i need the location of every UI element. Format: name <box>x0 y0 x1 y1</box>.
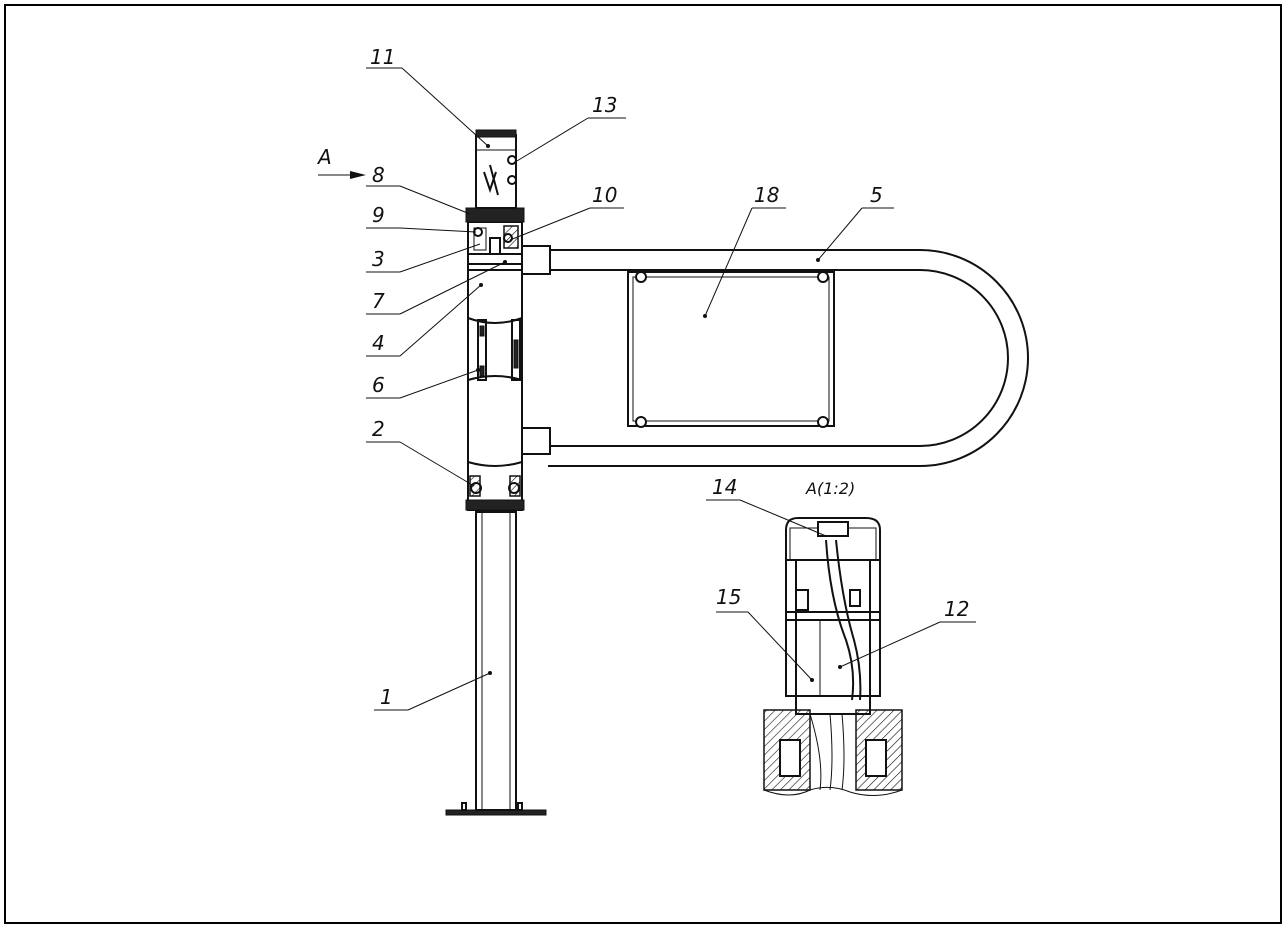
callout-11: 11 <box>370 45 395 69</box>
detail-view <box>763 517 903 796</box>
callout-6: 6 <box>372 373 385 397</box>
view-label: A <box>316 145 332 169</box>
callout-12: 12 <box>944 597 969 621</box>
callout-18: 18 <box>754 183 779 207</box>
panel <box>627 271 835 428</box>
callout-5: 5 <box>870 183 883 207</box>
barrier-arm <box>521 245 1029 467</box>
drawing-border <box>4 4 1282 924</box>
callout-4: 4 <box>372 331 385 355</box>
detail-label: A(1:2) <box>805 479 855 498</box>
top-cap <box>475 134 517 209</box>
view-arrow: A <box>316 145 366 179</box>
post-assembly <box>445 129 547 816</box>
callout-15: 15 <box>716 585 741 609</box>
callout-9: 9 <box>372 203 385 227</box>
post-tube <box>475 511 517 811</box>
callout-1: 1 <box>380 685 393 709</box>
callout-14: 14 <box>712 475 737 499</box>
callout-13: 13 <box>592 93 617 117</box>
callout-10: 10 <box>592 183 617 207</box>
callout-2: 2 <box>372 417 385 441</box>
callout-7: 7 <box>372 289 385 313</box>
callout-8: 8 <box>372 163 385 187</box>
callouts: 11 13 8 10 18 5 9 3 7 4 <box>366 45 976 711</box>
callout-3: 3 <box>372 247 385 271</box>
